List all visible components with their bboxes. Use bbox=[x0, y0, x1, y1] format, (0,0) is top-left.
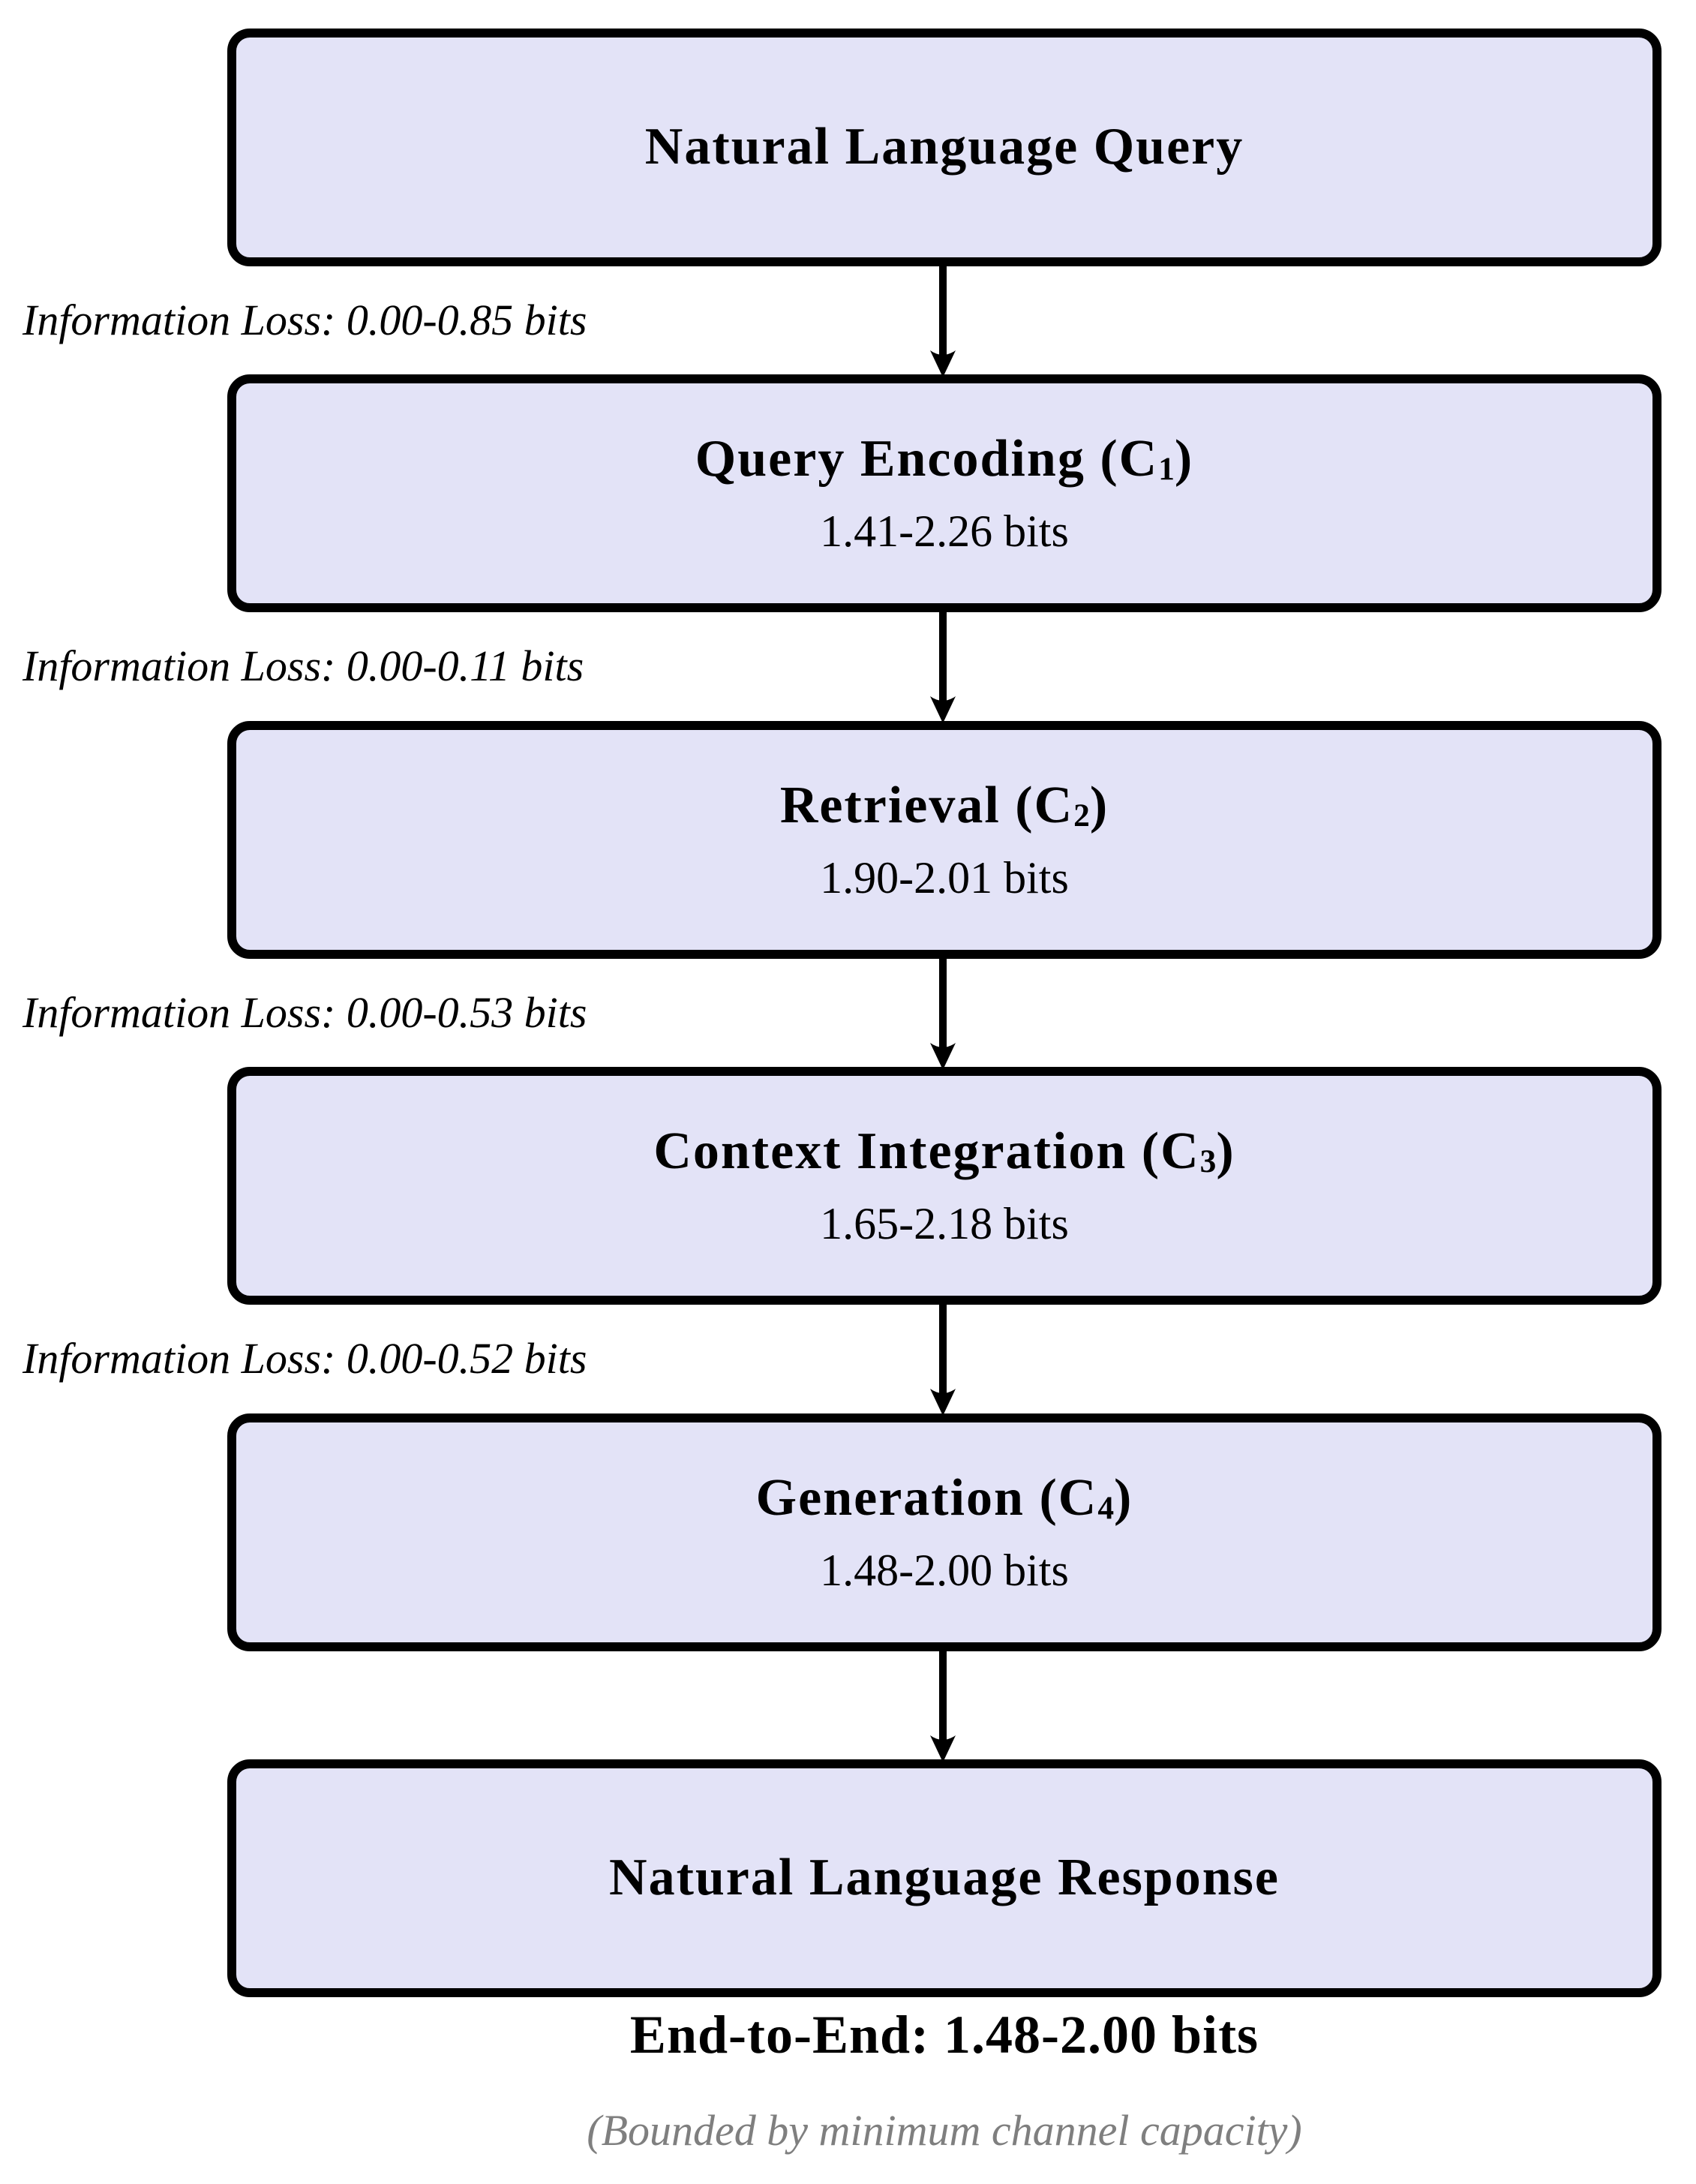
down-arrow-icon bbox=[930, 611, 956, 723]
down-arrow-icon bbox=[930, 1650, 956, 1762]
node-title: Generation (C4) bbox=[755, 1469, 1133, 1528]
node-capacity: 1.48-2.00 bits bbox=[820, 1545, 1069, 1595]
bound-caption: (Bounded by minimum channel capacity) bbox=[587, 2106, 1302, 2155]
node-retrieval: Retrieval (C2) 1.90-2.01 bits bbox=[227, 721, 1661, 959]
node-capacity: 1.41-2.26 bits bbox=[820, 506, 1069, 556]
node-title: Context Integration (C3) bbox=[653, 1122, 1235, 1181]
node-title: Natural Language Query bbox=[644, 118, 1244, 176]
down-arrow-icon bbox=[930, 957, 956, 1070]
node-capacity: 1.90-2.01 bits bbox=[820, 852, 1069, 903]
down-arrow-icon bbox=[930, 265, 956, 377]
node-title: Retrieval (C2) bbox=[779, 777, 1109, 835]
down-arrow-icon bbox=[930, 1303, 956, 1416]
information-loss-label: Information Loss: 0.00-0.52 bits bbox=[23, 1334, 587, 1383]
information-loss-label: Information Loss: 0.00-0.11 bits bbox=[23, 641, 584, 690]
node-context-integration: Context Integration (C3) 1.65-2.18 bits bbox=[227, 1067, 1661, 1305]
node-natural-language-response: Natural Language Response bbox=[227, 1759, 1661, 1997]
node-capacity: 1.65-2.18 bits bbox=[820, 1198, 1069, 1248]
node-query-encoding: Query Encoding (C1) 1.41-2.26 bits bbox=[227, 374, 1661, 612]
node-generation: Generation (C4) 1.48-2.00 bits bbox=[227, 1413, 1661, 1651]
node-title: Query Encoding (C1) bbox=[695, 430, 1194, 488]
node-natural-language-query: Natural Language Query bbox=[227, 29, 1661, 266]
end-to-end-summary: End-to-End: 1.48-2.00 bits bbox=[629, 2005, 1259, 2065]
information-loss-label: Information Loss: 0.00-0.53 bits bbox=[23, 988, 587, 1037]
node-title: Natural Language Response bbox=[609, 1849, 1280, 1907]
information-loss-label: Information Loss: 0.00-0.85 bits bbox=[23, 296, 587, 344]
